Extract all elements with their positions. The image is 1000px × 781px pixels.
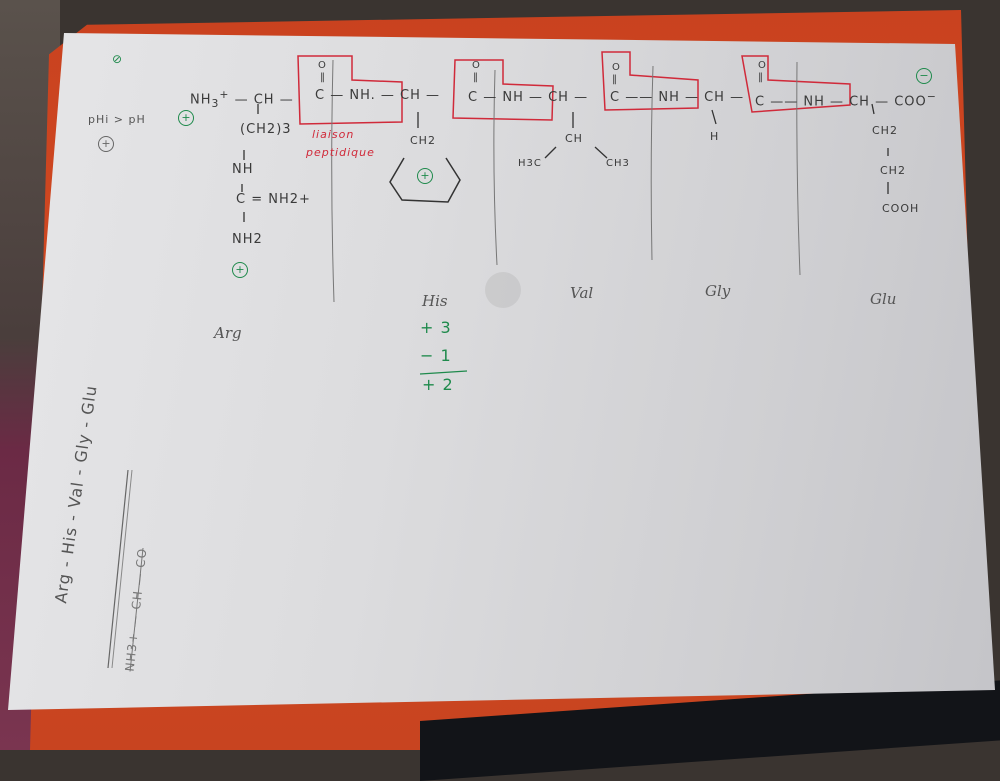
- residue-label-glu: Glu: [870, 290, 897, 308]
- drawing-layer: [107, 51, 851, 669]
- ph-note: pHi > pH: [88, 113, 146, 126]
- double-bond-4: ‖: [758, 72, 764, 83]
- double-bond-3: ‖: [612, 74, 618, 85]
- peptide-bond-3: C —— NH — CH —: [610, 90, 745, 105]
- carbonyl-oxygen-4: O: [758, 60, 767, 71]
- double-bond-2: ‖: [473, 72, 479, 83]
- val-h3c: H3C: [518, 158, 542, 169]
- his-ch2: CH2: [410, 134, 436, 147]
- separator-3: [650, 65, 654, 261]
- his-sum-result: + 2: [422, 375, 454, 394]
- carbonyl-oxygen-3: O: [612, 62, 621, 73]
- peptide-bond-2: C — NH — CH —: [468, 90, 589, 105]
- residue-label-arg: Arg: [214, 324, 242, 342]
- separator-2: [493, 69, 498, 266]
- n-term-charge-icon: +: [178, 110, 194, 126]
- peptide-bond-label-line2: peptidique: [306, 146, 375, 159]
- arg-ch2-3: (CH2)3: [240, 122, 292, 137]
- his-charge-icon: +: [417, 168, 433, 184]
- separator-4: [796, 61, 801, 276]
- val-ch: CH: [565, 132, 583, 145]
- residue-label-gly: Gly: [705, 282, 731, 300]
- residue-label-val: Val: [570, 284, 594, 302]
- n-terminus: NH3+ — CH —: [190, 88, 294, 110]
- carbonyl-oxygen-1: O: [318, 60, 327, 71]
- double-bond-1: ‖: [320, 72, 326, 83]
- peptide-bond-box-4: [741, 55, 851, 113]
- top-green-mark: ⊘: [112, 52, 124, 66]
- arg-charge-icon: +: [232, 262, 248, 278]
- peptide-bond-1: C — NH. — CH —: [315, 88, 440, 103]
- separator-1: [331, 59, 335, 303]
- arg-guanidino: C = NH2+: [236, 192, 311, 207]
- his-sum-line2: − 1: [420, 346, 452, 365]
- c-term-charge-icon: −: [916, 68, 932, 84]
- val-ch3: CH3: [606, 158, 630, 169]
- paper-sheet: [8, 33, 995, 710]
- glu-ch2-1: CH2: [872, 124, 898, 137]
- peptide-bond-box-3: [601, 51, 699, 111]
- residue-label-his: His: [422, 292, 448, 310]
- glu-cooh: COOH: [882, 202, 920, 215]
- peptide-bond-box-1: [297, 55, 403, 125]
- peptide-bond-label-line1: liaison: [312, 128, 355, 141]
- peptide-bond-4: C —— NH — CH — COO−: [755, 90, 937, 110]
- carbonyl-oxygen-2: O: [472, 60, 481, 71]
- arg-nh: NH: [232, 162, 254, 177]
- gly-h: H: [710, 130, 720, 143]
- ph-charge-icon: +: [98, 136, 114, 152]
- glu-ch2-2: CH2: [880, 164, 906, 177]
- imidazole-ring: [389, 157, 461, 203]
- his-sum-line1: + 3: [420, 318, 452, 337]
- peptide-bond-box-2: [452, 59, 554, 121]
- arg-nh2: NH2: [232, 232, 263, 247]
